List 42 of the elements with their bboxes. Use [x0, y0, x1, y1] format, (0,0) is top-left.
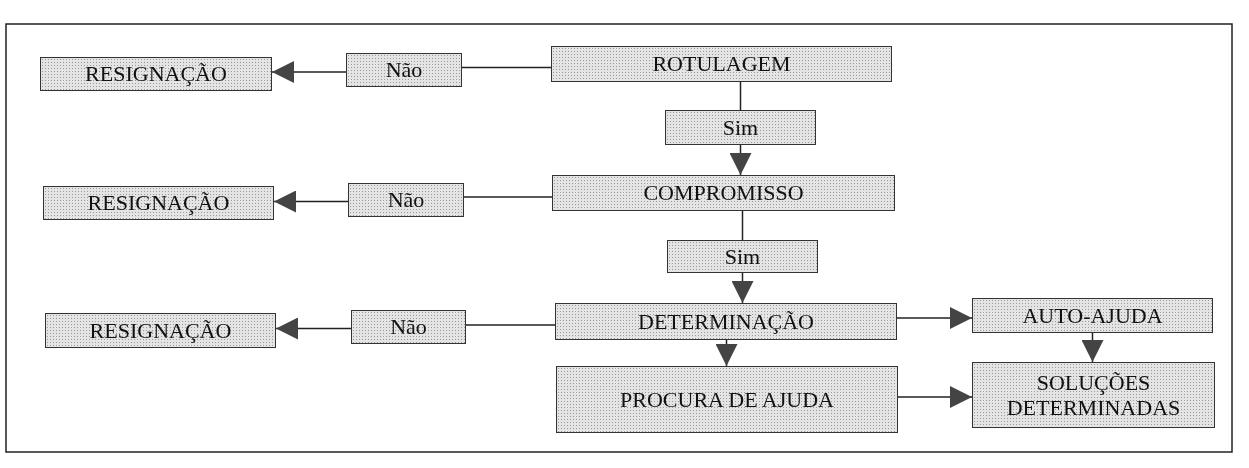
arrow: [1081, 332, 1104, 363]
box-label: Não: [384, 57, 424, 83]
box-label: Não: [389, 314, 428, 340]
process-box: [40, 57, 272, 91]
arrow: [896, 307, 973, 329]
connector-line: [741, 210, 744, 241]
process-box: [665, 110, 816, 145]
box-label: RESIGNAÇÃO: [86, 190, 231, 216]
process-box: [351, 310, 466, 344]
process-box: [972, 362, 1215, 428]
process-box: [555, 303, 897, 340]
connector-line: [739, 81, 742, 111]
process-box: [972, 298, 1213, 333]
arrow: [897, 386, 973, 408]
box-label: Sim: [723, 243, 762, 270]
arrow: [731, 272, 754, 304]
process-box: [43, 186, 274, 220]
arrow: [273, 190, 349, 213]
arrow: [271, 61, 347, 83]
box-label: DETERMINAÇÃO: [637, 308, 815, 335]
connector-line: [465, 324, 556, 326]
box-label: COMPROMISSO: [642, 180, 805, 206]
process-box: [45, 313, 276, 348]
process-box: [556, 366, 898, 433]
box-label: RESIGNAÇÃO: [84, 61, 228, 87]
process-box: [552, 175, 895, 211]
connector-line: [463, 196, 553, 198]
box-label: SOLUÇÕES DETERMINADAS: [1005, 369, 1182, 421]
process-box: [667, 240, 818, 273]
process-box: [346, 53, 462, 87]
box-label: Sim: [721, 114, 760, 141]
arrow: [275, 317, 352, 340]
arrow: [715, 339, 738, 367]
box-label: ROTULAGEM: [651, 51, 792, 77]
process-box: [551, 46, 892, 82]
connector-line: [461, 66, 552, 69]
box-label: AUTO-AJUDA: [1021, 302, 1164, 329]
box-label: Não: [386, 187, 426, 213]
arrow: [729, 144, 752, 176]
process-box: [348, 183, 464, 217]
box-label: RESIGNAÇÃO: [88, 317, 233, 344]
box-label: PROCURA DE AJUDA: [619, 386, 835, 413]
